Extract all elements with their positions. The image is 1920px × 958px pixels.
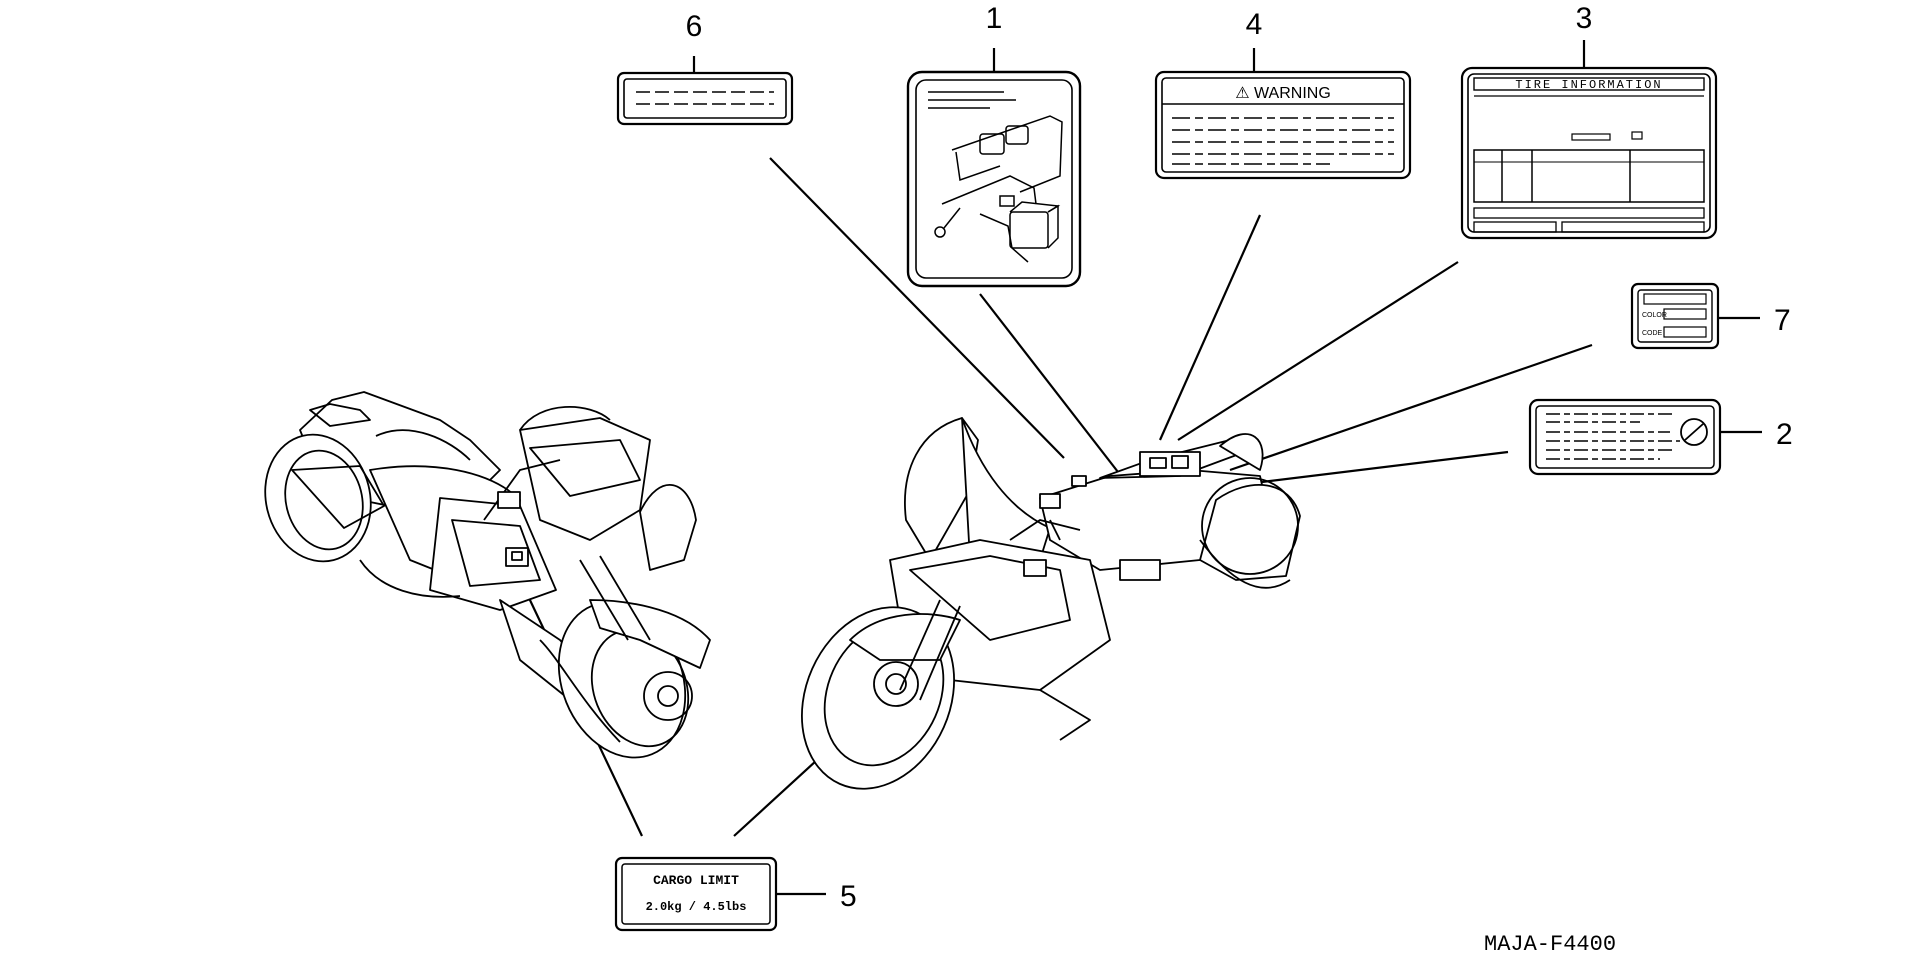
warning-symbol-icon [1680,418,1708,446]
callout-5: 5 [840,880,857,913]
label-1 [906,70,1082,288]
label-6 [616,71,794,126]
warning-heading: ⚠ WARNING [1235,85,1331,102]
tire-information-heading: TIRE INFORMATION [1515,78,1662,92]
motorcycle-front-view-illustration [801,417,1301,790]
color-field-label: COLOR [1642,312,1667,319]
callout-2: 2 [1776,418,1793,451]
label-7-color-code: COLOR CODE [1630,282,1720,350]
battery-layout-illustration [934,115,1063,263]
callout-numbers: 6 1 4 3 7 2 5 [686,2,1793,913]
cargo-limit-heading: CARGO LIMIT [653,873,739,888]
label-4-warning: ⚠ WARNING [1154,70,1412,180]
callout-7: 7 [1774,304,1791,337]
callout-4: 4 [1246,8,1263,41]
label-3-tire-information: TIRE INFORMATION [1460,66,1718,240]
motorcycle-rear-view-illustration [264,391,711,759]
callout-3: 3 [1576,2,1593,35]
callout-6: 6 [686,10,703,43]
label-5-cargo-limit: CARGO LIMIT 2.0kg / 4.5lbs [614,856,778,932]
callout-1: 1 [986,2,1003,35]
diagram-code: MAJA-F4400 [1484,932,1616,957]
code-field-label: CODE [1642,330,1663,337]
label-2 [1528,398,1722,476]
cargo-limit-weight: 2.0kg / 4.5lbs [646,900,747,914]
